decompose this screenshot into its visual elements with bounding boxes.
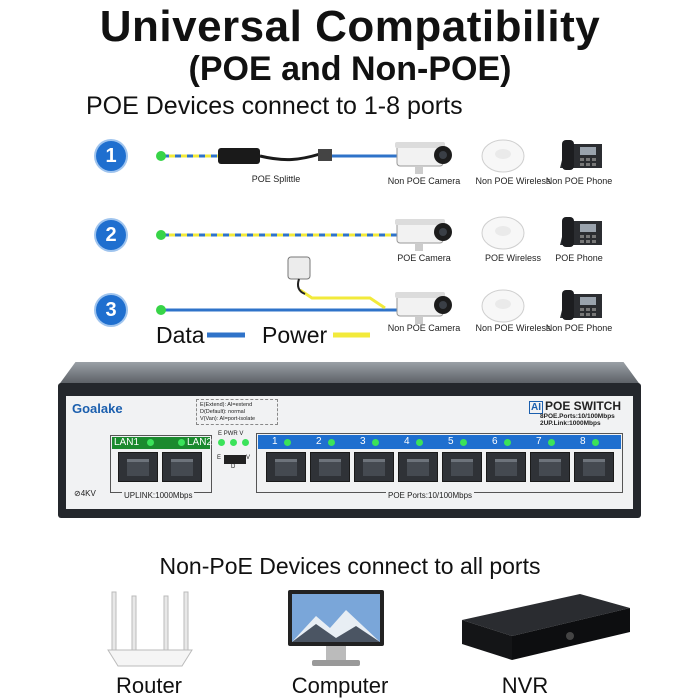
scenario-1-badge: 1 bbox=[96, 141, 126, 171]
phone-icon bbox=[556, 288, 606, 324]
poe-port-8-label: 8 bbox=[580, 436, 586, 447]
poe-port-5-led bbox=[460, 439, 467, 446]
device-caption: Non POE Camera bbox=[387, 176, 461, 186]
bottom-title: Non-PoE Devices connect to all ports bbox=[159, 553, 541, 579]
dip-label-d: D bbox=[231, 464, 236, 470]
poe-port-6[interactable] bbox=[486, 452, 526, 482]
lan1-port[interactable] bbox=[118, 452, 158, 482]
poe-label-bar bbox=[258, 435, 621, 449]
poe-port-2-label: 2 bbox=[316, 436, 322, 447]
lan1-led bbox=[147, 439, 154, 446]
poe-port-4-label: 4 bbox=[404, 436, 410, 447]
uplink-caption: UPLINK:1000Mbps bbox=[122, 491, 195, 500]
led-v bbox=[242, 439, 249, 446]
poe-port-3-led bbox=[372, 439, 379, 446]
lan2-led bbox=[178, 439, 185, 446]
splitter-icon bbox=[218, 148, 260, 164]
splitter-label: POE Splittle bbox=[251, 174, 301, 184]
mode-legend: E(Extend): AI=extend D(Default): normal … bbox=[196, 399, 278, 425]
router-label: Router bbox=[115, 673, 183, 698]
poe-port-4-led bbox=[416, 439, 423, 446]
page-title: Universal Compatibility bbox=[99, 2, 601, 51]
poe-port-6-label: 6 bbox=[492, 436, 498, 447]
status-led-labels: E PWR V bbox=[218, 431, 244, 437]
poe-ports-caption: POE Ports:10/100Mbps bbox=[386, 491, 475, 500]
poe-port-7[interactable] bbox=[530, 452, 570, 482]
device-caption: Non POE Wireless bbox=[475, 323, 551, 333]
line-row3-power bbox=[299, 288, 386, 310]
scenario-2-badge: 2 bbox=[96, 220, 126, 250]
nvr-label: NVR bbox=[501, 673, 549, 698]
device-caption: POE Wireless bbox=[484, 253, 541, 263]
device-caption: Non POE Camera bbox=[387, 323, 461, 333]
legend-power-label: Power bbox=[262, 322, 328, 348]
phone-icon bbox=[556, 138, 606, 174]
camera-icon bbox=[395, 138, 461, 174]
computer-icon bbox=[288, 590, 384, 666]
dip-label-v: V bbox=[246, 455, 251, 461]
dip-label-e: E bbox=[217, 455, 222, 461]
poe-port-4[interactable] bbox=[398, 452, 438, 482]
mode-dip-switch[interactable] bbox=[224, 455, 246, 464]
poe-port-5[interactable] bbox=[442, 452, 482, 482]
lan2-label: LAN2 bbox=[187, 437, 213, 448]
poe-port-3-label: 3 bbox=[360, 436, 366, 447]
nvr-icon bbox=[462, 594, 630, 660]
poe-port-1-led bbox=[284, 439, 291, 446]
wireless-ap-icon bbox=[480, 138, 526, 174]
phone-icon bbox=[556, 215, 606, 251]
led-pwr bbox=[230, 439, 237, 446]
scenario-3-badge: 3 bbox=[96, 295, 126, 325]
row3-node bbox=[156, 305, 166, 315]
poe-port-1-label: 1 bbox=[272, 436, 278, 447]
wireless-ap-icon bbox=[480, 288, 526, 324]
computer-label: Computer bbox=[291, 673, 389, 698]
row2-node bbox=[156, 230, 166, 240]
page-subtitle: (POE and Non-POE) bbox=[188, 50, 512, 88]
poe-caption: POE Devices connect to 1-8 ports bbox=[86, 92, 463, 120]
poe-port-6-led bbox=[504, 439, 511, 446]
product-spec: 8POE.Ports:10/100Mbps 2UP.Link:1000Mbps bbox=[540, 413, 615, 427]
led-e bbox=[218, 439, 225, 446]
router-icon bbox=[107, 591, 193, 667]
poe-port-3[interactable] bbox=[354, 452, 394, 482]
poe-port-5-label: 5 bbox=[448, 436, 454, 447]
device-caption: POE Phone bbox=[555, 253, 603, 263]
poe-port-2[interactable] bbox=[310, 452, 350, 482]
camera-icon bbox=[395, 288, 461, 324]
poe-port-8-led bbox=[592, 439, 599, 446]
switch-top-panel bbox=[58, 362, 641, 386]
poe-port-2-led bbox=[328, 439, 335, 446]
connection-diagram bbox=[156, 148, 400, 338]
surge-protection-label: ⊘4KV bbox=[74, 489, 96, 498]
wireless-ap-icon bbox=[480, 215, 526, 251]
power-adapter-icon bbox=[287, 256, 311, 280]
lan1-label: LAN1 bbox=[114, 437, 140, 448]
camera-icon bbox=[395, 215, 461, 251]
device-caption: Non POE Phone bbox=[545, 176, 613, 186]
device-caption: Non POE Wireless bbox=[475, 176, 551, 186]
device-caption: Non POE Phone bbox=[545, 323, 613, 333]
poe-port-8[interactable] bbox=[574, 452, 614, 482]
uplink-label-bar bbox=[112, 437, 210, 449]
poe-port-7-led bbox=[548, 439, 555, 446]
legend-data-label: Data bbox=[156, 322, 205, 348]
ai-badge: AI bbox=[529, 401, 543, 414]
lan2-port[interactable] bbox=[162, 452, 202, 482]
row1-node bbox=[156, 151, 166, 161]
poe-port-7-label: 7 bbox=[536, 436, 542, 447]
device-caption: POE Camera bbox=[397, 253, 451, 263]
brand-logo: Goalake bbox=[72, 401, 123, 416]
poe-port-1[interactable] bbox=[266, 452, 306, 482]
